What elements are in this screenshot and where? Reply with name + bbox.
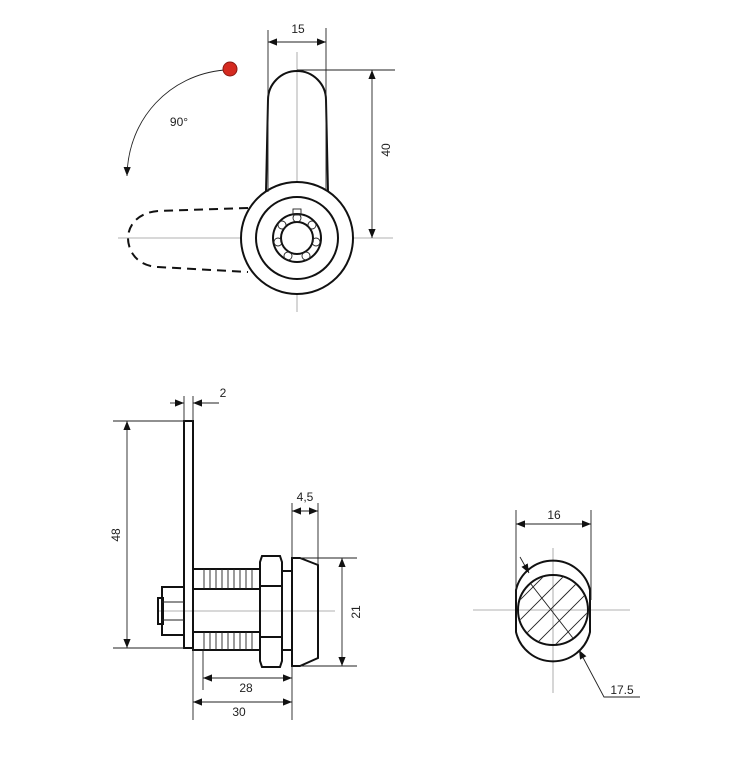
dim-label-2: 2 <box>220 386 227 400</box>
angle-label: 90° <box>170 115 188 129</box>
dim-label-30: 30 <box>232 705 246 719</box>
washer <box>281 570 293 651</box>
knob-face <box>291 557 319 667</box>
dim-label-15: 15 <box>291 22 305 36</box>
dim-label-28: 28 <box>239 681 253 695</box>
side-view: 2 48 4,5 21 28 30 <box>109 386 363 720</box>
cylinder-pins <box>273 213 321 261</box>
cam-lever-rotated-dashed <box>126 207 249 273</box>
section-outline <box>515 559 591 663</box>
screw-end <box>157 597 164 625</box>
dim-label-16: 16 <box>547 508 561 522</box>
rotation-start-marker <box>222 61 238 77</box>
dim-label-21: 21 <box>349 605 363 619</box>
dim-label-48: 48 <box>109 528 123 542</box>
hex-nut <box>259 555 283 668</box>
section-hatching <box>519 576 587 644</box>
cam-lever <box>265 70 329 193</box>
dim-label-17-5: 17.5 <box>610 683 634 697</box>
cross-section: 16 17.5 <box>473 508 640 698</box>
face-ring <box>255 196 339 280</box>
threaded-body <box>192 568 261 651</box>
outer-ring <box>240 181 354 295</box>
rotation-arrow <box>123 69 225 177</box>
key-notch <box>292 208 302 216</box>
dim-label-4-5: 4,5 <box>297 490 314 504</box>
section-circle <box>517 574 589 646</box>
diameter-leader <box>578 649 640 698</box>
cam-plate <box>183 420 194 649</box>
top-view: 15 40 90° <box>118 22 395 312</box>
dim-label-40: 40 <box>379 143 393 157</box>
